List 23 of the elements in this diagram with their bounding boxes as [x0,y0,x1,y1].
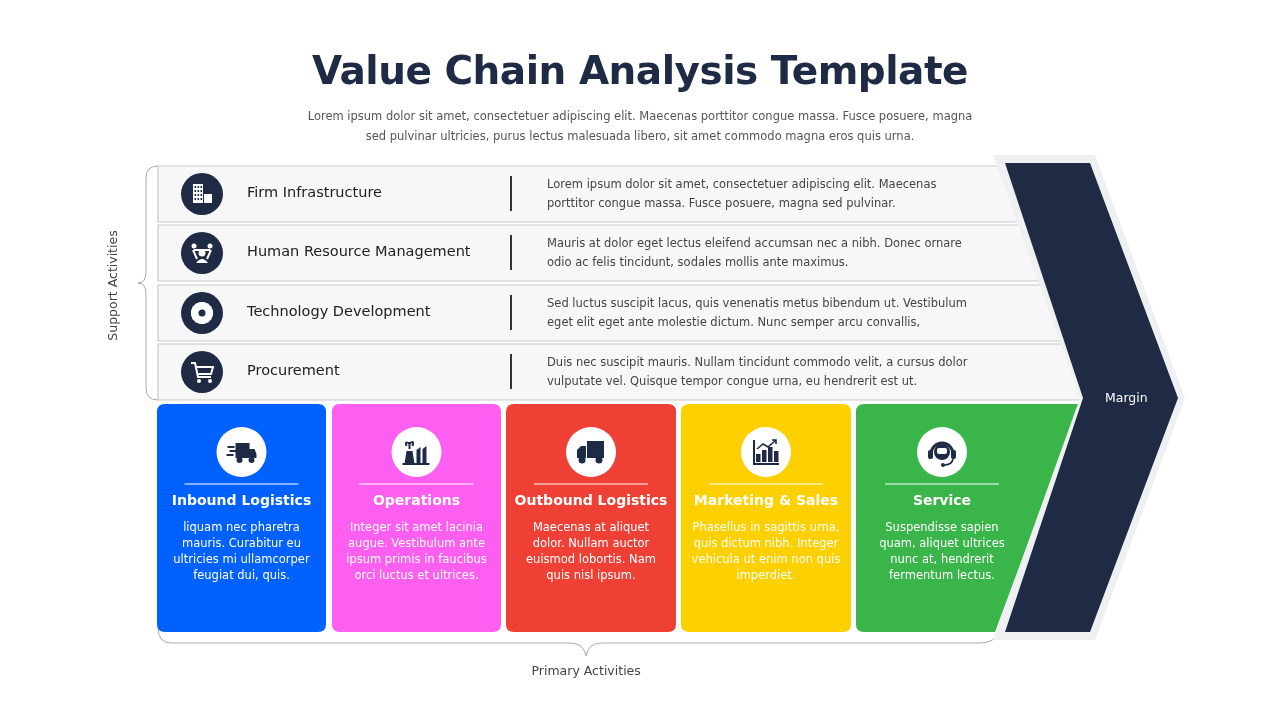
activity-title: Operations [371,492,462,508]
section-label: Support Activities [104,229,120,341]
activity-title: Human Resource Management [247,243,471,259]
activity-title: Inbound Logistics [170,492,313,508]
activity-description: Suspendisse sapien quam, aliquet ultrices nunc at, hendrerit fermentum lectus. [878,519,1006,583]
section-label: Primary Activities [531,662,641,678]
activity-title: Firm Infrastructure [247,184,382,200]
activity-description: Mauris at dolor eget lectus eleifend accumsan nec a nibh. Donec ornare odio ac felis tincidunt, sodales mollis ante maximus. [547,235,963,271]
margin-label: Margin [1105,390,1148,405]
activity-title: Marketing & Sales [692,492,840,508]
activity-description: liquam nec pharetra mauris. Curabitur eu ultricies mi ullamcorper feugiat dui, quis. [172,519,311,583]
subtitle: Lorem ipsum dolor sit amet, consectetuer adipiscing elit. Maecenas porttitor congue massa. Fusce posuere, magna sed pulvinar ultricies, purus lectus malesuada libero, sit amet commodo magna eros quis urna. [306,108,974,145]
activity-description: Lorem ipsum dolor sit amet, consectetuer adipiscing elit. Maecenas porttitor congue massa. Fusce posuere, magna sed pulvinar. [547,176,938,212]
activity-description: Sed luctus suscipit lacus, quis venenatis metus bibendum ut. Vestibulum eget elit eget ante molestie dictum. Nunc semper arcu convallis, [547,295,968,331]
activity-title: Service [911,492,973,508]
title: Value Chain Analysis Template [310,48,970,93]
activity-title: Procurement [247,362,340,378]
activity-title: Technology Development [247,303,431,319]
activity-description: Maecenas at aliquet dolor. Nullam auctor euismod lobortis. Nam quis nisl ipsum. [525,519,657,583]
activity-title: Outbound Logistics [513,492,669,508]
activity-description: Phasellus in sagittis urna, quis dictum nibh. Integer vehicula ut enim non quis imperdiet. [691,519,841,583]
activity-description: Duis nec suscipit mauris. Nullam tincidunt commodo velit, a cursus dolor vulputate vel. Quisque tempor congue urna, eu hendrerit est ut. [547,354,969,390]
activity-description: Integer sit amet lacinia augue. Vestibulum ante ipsum primis in faucibus orci luctus et ultrices. [345,519,488,583]
